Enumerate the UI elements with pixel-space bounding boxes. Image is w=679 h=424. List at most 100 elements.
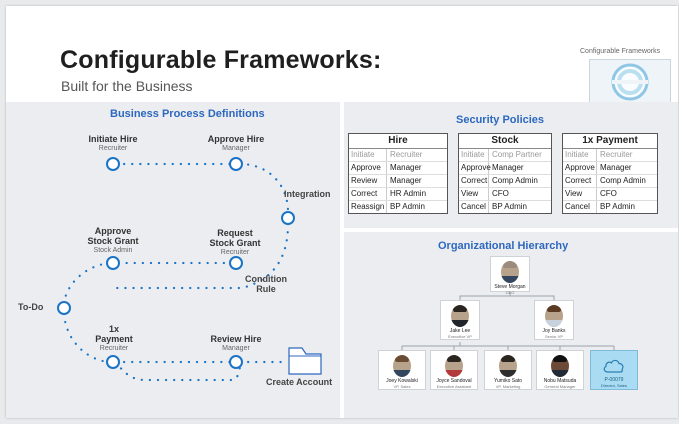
person-role: VP, Marketing — [495, 384, 521, 389]
cell-action: Approve — [349, 162, 387, 174]
person-name: Steve Morgan — [494, 284, 526, 290]
node-initiate-hire[interactable] — [106, 157, 120, 171]
node-approve-hire[interactable] — [229, 157, 243, 171]
org-card-vp[interactable]: Jake Lee Executive VP — [440, 300, 480, 340]
step-title: Initiate Hire — [88, 134, 138, 144]
person-role: General Manager — [544, 384, 576, 389]
step-request-stock-grant: Request Stock Grant Recruiter — [206, 228, 264, 257]
step-initiate-hire: Initiate Hire Recruiter — [86, 134, 140, 153]
org-connectors — [401, 292, 615, 350]
cell-role: Comp Partner — [492, 150, 542, 159]
cell-action: Reassign — [349, 201, 387, 213]
org-card-open-position[interactable]: P-00079 Director, Sales — [590, 350, 638, 390]
avatar — [451, 305, 469, 327]
flow-connector — [62, 312, 111, 364]
cell-role: BP Admin — [390, 202, 425, 211]
step-role: Manager — [222, 145, 250, 152]
step-title: Request — [217, 228, 253, 238]
cell-role: Manager — [492, 163, 524, 172]
org-connector — [459, 292, 511, 300]
process-panel: Business Process Definitions — [6, 102, 340, 418]
cell-action: Correct — [461, 175, 489, 187]
org-card-vp[interactable]: Joy Banks Senior VP — [534, 300, 574, 340]
slide-subtitle: Built for the Business — [61, 78, 193, 94]
org-card-staff[interactable]: Joyce Sandoval Executive Assistant — [430, 350, 478, 390]
table-header: 1x Payment — [563, 134, 657, 149]
step-role: Stock Admin — [93, 247, 133, 254]
framework-logo-icon — [611, 63, 649, 101]
cell-role: Manager — [600, 163, 632, 172]
node-review-hire[interactable] — [229, 355, 243, 369]
cell-action: Approve — [563, 162, 597, 174]
node-request-stock-grant[interactable] — [229, 256, 243, 270]
todo-label: To-Do — [18, 302, 44, 312]
node-approve-stock-grant[interactable] — [106, 256, 120, 270]
step-approve-hire: Approve Hire Manager — [204, 134, 268, 153]
cell-role: CFO — [492, 189, 509, 198]
person-role: VP, Sales — [393, 384, 411, 389]
cell-role: BP Admin — [492, 202, 527, 211]
cell-action: Correct — [349, 188, 387, 200]
cell-role: Recruiter — [600, 150, 633, 159]
cell-action: Cancel — [563, 201, 597, 213]
folder-icon[interactable] — [288, 347, 322, 375]
cell-role: Recruiter — [390, 150, 423, 159]
step-title-line2: Payment — [95, 334, 133, 344]
org-panel-title: Organizational Hierarchy — [438, 240, 569, 252]
org-card-staff[interactable]: Joey Kowalski VP, Sales — [378, 350, 426, 390]
step-title: Approve Hire — [207, 134, 265, 144]
avatar — [551, 355, 569, 377]
flow-connector — [62, 261, 111, 304]
cell-action: Approve — [461, 162, 491, 174]
person-name: Jake Lee — [449, 328, 471, 334]
slide: Configurable Frameworks: Built for the B… — [6, 6, 678, 418]
node-1x-payment[interactable] — [106, 355, 120, 369]
cell-action: Initiate — [563, 149, 597, 161]
position-id: P-00079 — [604, 377, 624, 383]
step-review-hire: Review Hire Manager — [204, 334, 268, 353]
person-name: Nobu Matsuda — [543, 378, 577, 384]
step-title: 1x — [108, 324, 119, 334]
cell-role: BP Admin — [600, 202, 635, 211]
cell-role: Manager — [390, 176, 422, 185]
avatar — [393, 355, 411, 377]
flow-connector — [114, 360, 242, 382]
cell-role: Comp Admin — [492, 176, 538, 185]
node-integration[interactable] — [281, 211, 295, 225]
create-account-label: Create Account — [266, 377, 333, 387]
person-role: Senior VP — [544, 334, 563, 339]
thumbnail-image[interactable]: WE/BUILD — [589, 59, 671, 109]
person-name: Yumiko Sato — [493, 378, 523, 384]
avatar — [501, 261, 519, 283]
cell-action: Initiate — [459, 149, 489, 161]
org-card-ceo[interactable]: Steve Morgan CEO — [490, 256, 530, 295]
person-name: Joy Banks — [542, 328, 566, 334]
process-panel-title: Business Process Definitions — [110, 108, 265, 120]
org-card-staff[interactable]: Nobu Matsuda General Manager — [536, 350, 584, 390]
rule-label: Rule — [256, 284, 276, 294]
table-header: Stock — [459, 134, 551, 149]
avatar — [545, 305, 563, 327]
org-card-staff[interactable]: Yumiko Sato VP, Marketing — [484, 350, 532, 390]
cell-action: Cancel — [459, 201, 489, 213]
org-connector — [510, 295, 555, 300]
cell-role: HR Admin — [390, 189, 427, 198]
step-role: Recruiter — [99, 345, 129, 352]
integration-label: Integration — [284, 189, 331, 199]
node-todo[interactable] — [57, 301, 71, 315]
person-role: Executive Assistant — [436, 384, 472, 389]
